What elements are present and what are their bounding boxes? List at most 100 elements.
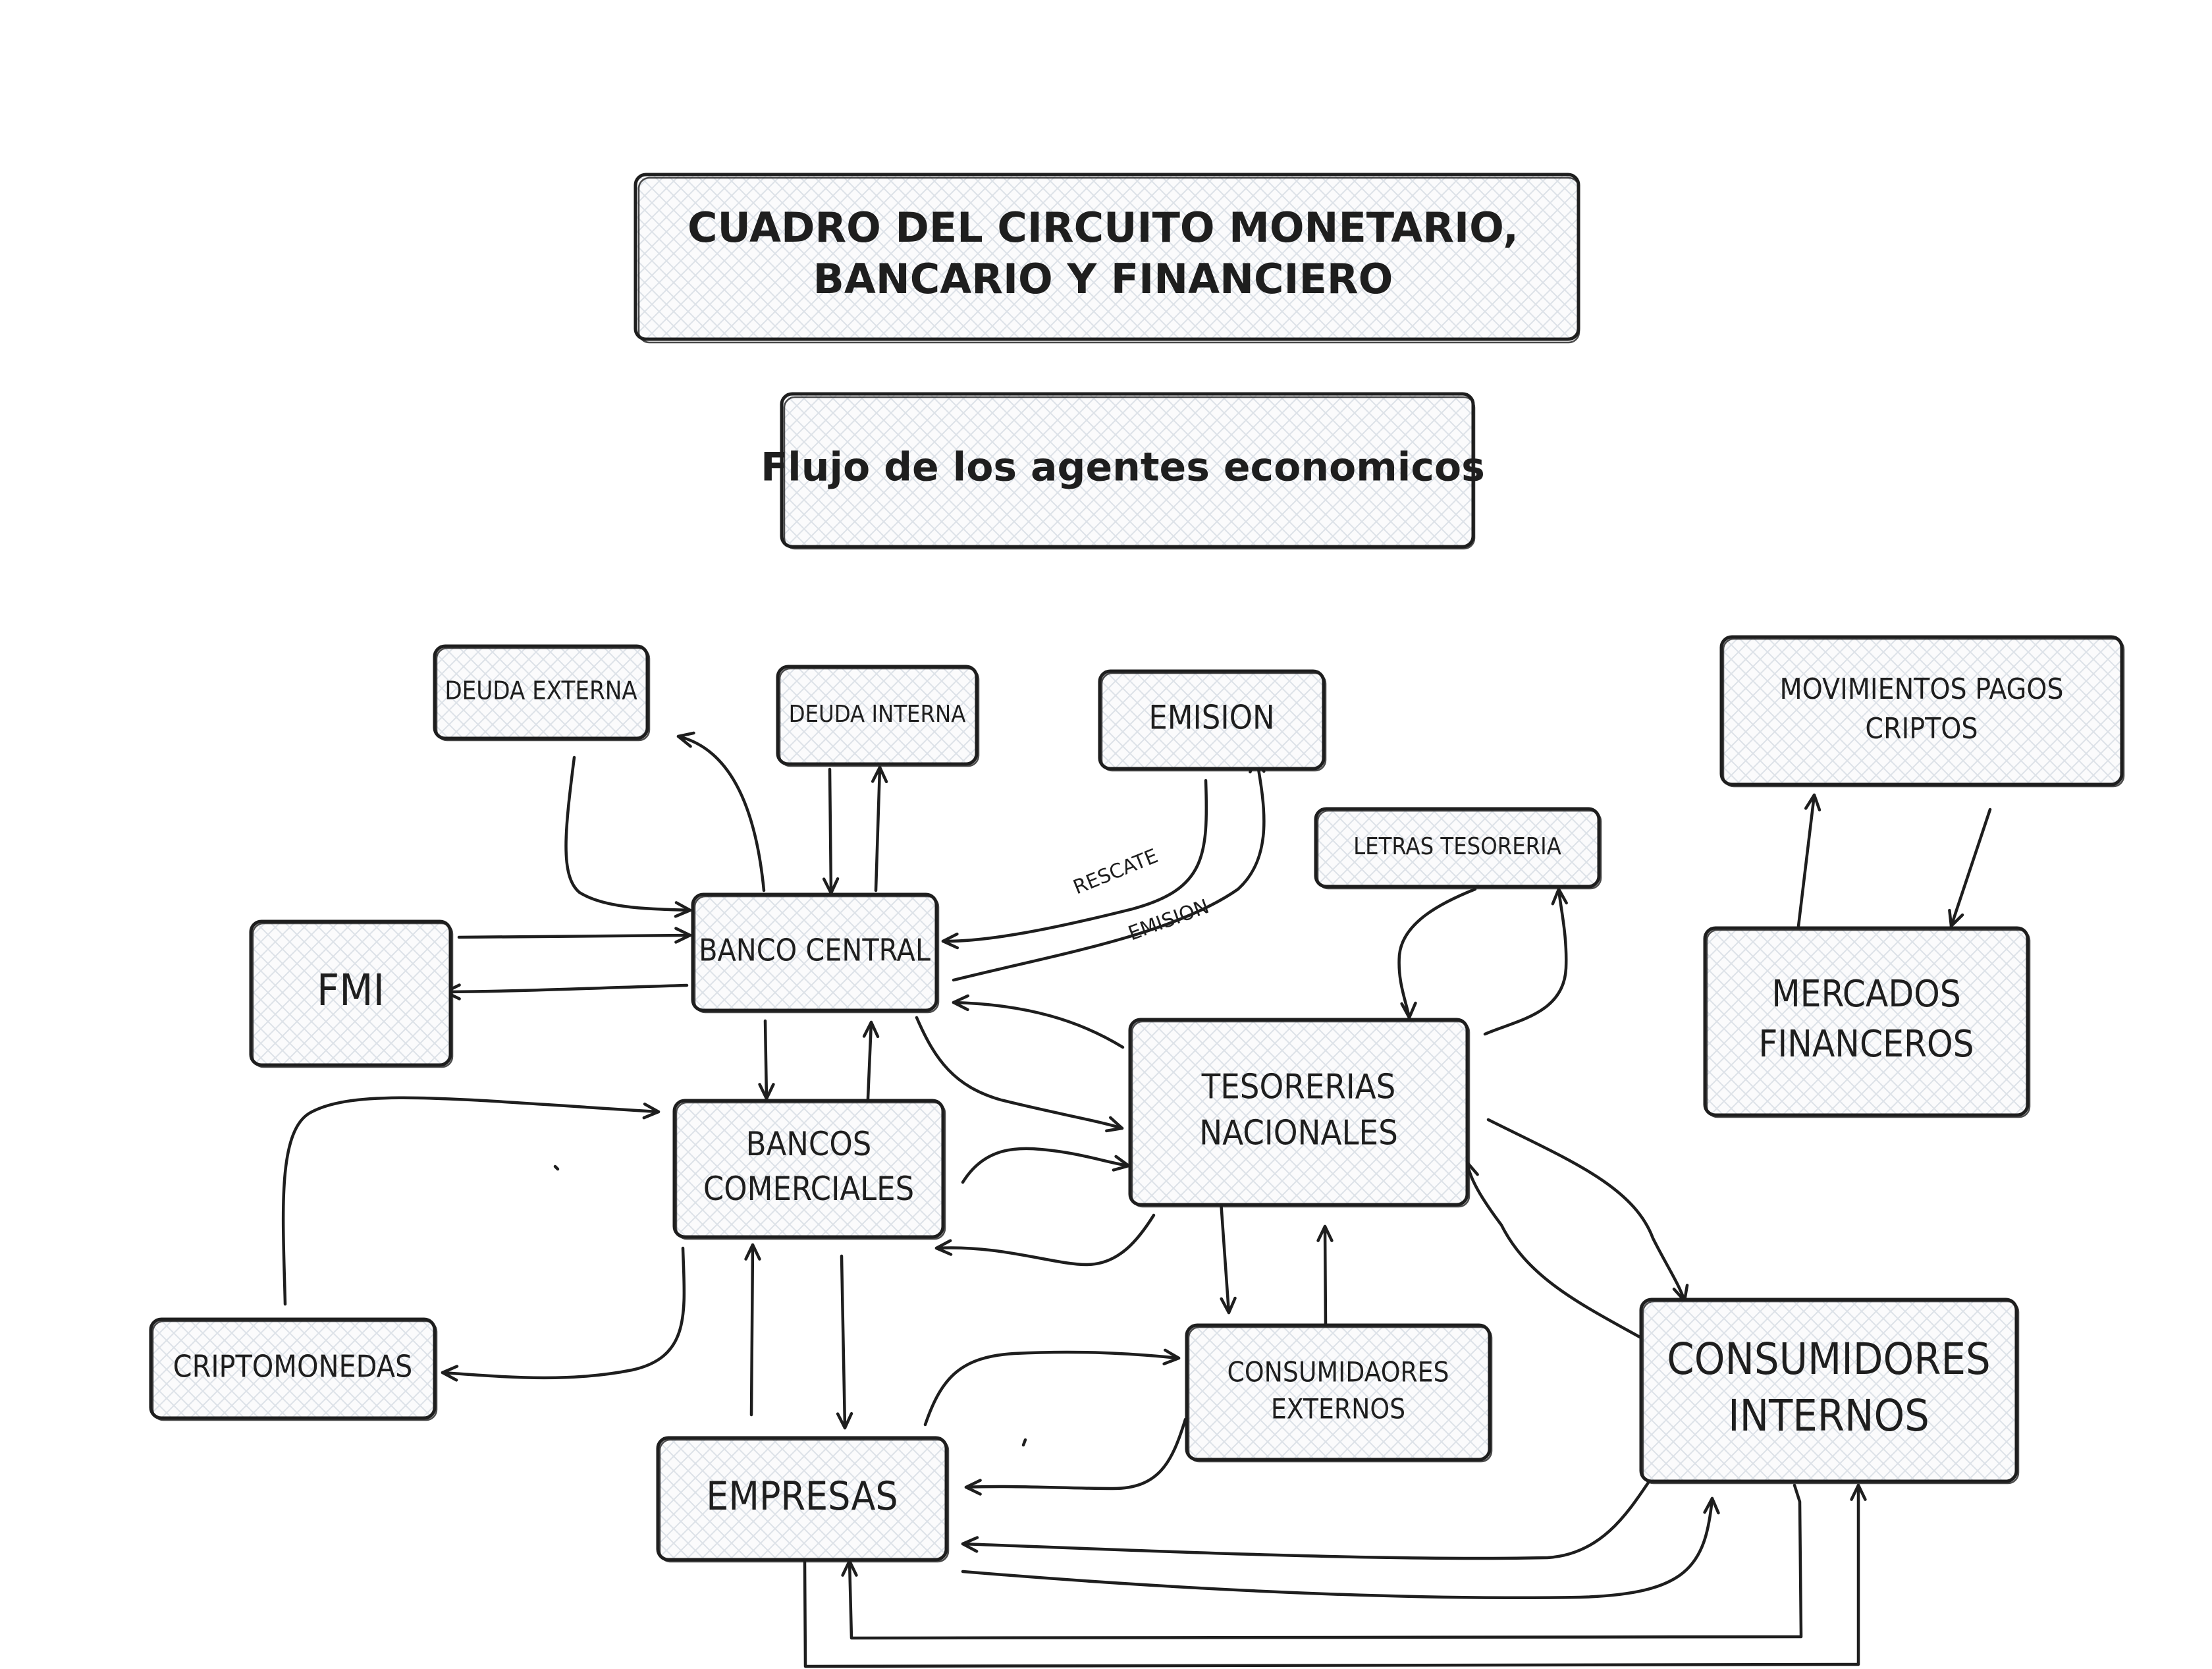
arrowhead-icon	[441, 1365, 459, 1382]
arrowhead-icon	[1400, 1001, 1417, 1020]
arrowhead-icon	[934, 1239, 953, 1256]
node-box	[1098, 669, 1326, 771]
nodes: DEUDA EXTERNA DEUDA INTERNA EMISION MOVIMIE…	[149, 635, 2125, 1563]
node-mercados[interactable]: MERCADOS FINANCEROS	[1703, 926, 2031, 1118]
arrowhead-icon	[1316, 1224, 1334, 1242]
node-label: CONSUMIDAORES	[1227, 1356, 1449, 1388]
node-box-sketch	[675, 1101, 946, 1240]
flow-arrow	[441, 1246, 686, 1380]
node-deuda-externa[interactable]: DEUDA EXTERNA	[433, 644, 651, 742]
flow-arrow	[952, 755, 1266, 982]
node-box-sketch	[151, 1320, 438, 1421]
node-consumidores-externos[interactable]: CONSUMIDAORES EXTERNOS	[1185, 1323, 1493, 1463]
flow-arrow	[281, 1096, 661, 1306]
node-box	[433, 644, 649, 740]
arrowhead-icon	[1804, 793, 1821, 811]
arrowhead-icon	[642, 1103, 661, 1120]
edge-label-emision: EMISION	[1125, 895, 1212, 946]
node-criptomonedas[interactable]: CRIPTOMONEDAS	[149, 1317, 438, 1421]
node-box-sketch	[1131, 1020, 1470, 1208]
node-box	[1128, 1018, 1469, 1207]
arrowhead-icon	[964, 1479, 982, 1496]
node-label: MOVIMIENTOS PAGOS	[1779, 672, 2063, 706]
flow-arrow	[564, 755, 692, 912]
arrowhead-icon	[1948, 908, 1964, 928]
flow-arrow	[934, 1213, 1156, 1267]
node-box	[1719, 635, 2124, 786]
subtitle-text: Flujo de los agentes economicos	[761, 445, 1485, 491]
node-label: FINANCEROS	[1758, 1023, 1974, 1066]
arrowhead-icon	[1220, 1296, 1237, 1315]
arrowhead-icon	[1162, 1348, 1181, 1365]
flow-arrow	[961, 1147, 1131, 1184]
flow-arrow	[803, 1483, 1860, 1668]
subtitle-box: Flujo de los agentes economicos	[761, 392, 1485, 550]
flow-arrow	[1219, 1199, 1231, 1315]
node-label: NACIONALES	[1199, 1114, 1398, 1153]
node-emision[interactable]: EMISION	[1098, 669, 1327, 772]
flow-arrow	[1796, 793, 1816, 928]
node-box-sketch	[1187, 1326, 1493, 1463]
node-fmi[interactable]: FMI	[249, 919, 454, 1068]
arrowhead-icon	[676, 731, 695, 748]
node-letras[interactable]: LETRAS TESORERIA	[1314, 807, 1602, 890]
node-label: BANCOS	[746, 1125, 872, 1163]
node-label: INTERNOS	[1728, 1390, 1929, 1441]
arrowhead-icon	[941, 932, 959, 950]
node-box-sketch	[1706, 929, 2031, 1118]
flow-arrow	[961, 1496, 1714, 1600]
node-label: LETRAS TESORERIA	[1353, 833, 1561, 860]
arrowhead-icon	[1105, 1116, 1124, 1133]
node-box	[1639, 1298, 2018, 1483]
flow-arrow	[1949, 807, 1992, 928]
arrowhead-icon	[674, 927, 692, 944]
title-line-2: BANCARIO Y FINANCIERO	[813, 255, 1393, 303]
node-consumidores-internos[interactable]: CONSUMIDORES INTERNOS	[1639, 1298, 2020, 1485]
arrowhead-icon	[952, 994, 970, 1012]
node-box	[656, 1436, 948, 1562]
flow-arrow	[961, 1479, 1652, 1560]
node-label: CRIPTOS	[1865, 712, 1978, 746]
arrowhead-icon	[871, 765, 888, 784]
flow-arrow	[866, 1020, 873, 1101]
flow-arrow	[848, 1483, 1803, 1640]
node-box-sketch	[659, 1438, 950, 1563]
flow-arrow	[874, 765, 882, 892]
flow-arrow	[828, 767, 833, 895]
arrowhead-icon	[1850, 1483, 1867, 1501]
flow-arrow	[457, 933, 692, 939]
node-label: MERCADOS	[1771, 973, 1961, 1016]
node-deuda-interna[interactable]: DEUDA INTERNA	[776, 665, 980, 767]
node-movimientos[interactable]: MOVIMIENTOS PAGOS CRIPTOS	[1719, 635, 2125, 788]
flow-arrow	[923, 1350, 1181, 1427]
flow-arrow	[1397, 887, 1477, 1020]
node-box-sketch	[1100, 672, 1327, 772]
node-empresas[interactable]: EMPRESAS	[656, 1436, 950, 1563]
node-label: EMPRESAS	[706, 1473, 898, 1519]
node-box-sketch	[1722, 638, 2125, 788]
node-label: CONSUMIDORES	[1667, 1334, 1990, 1384]
arrowhead-icon	[862, 1020, 880, 1039]
flow-arrow	[1323, 1224, 1328, 1326]
flow-arrow	[964, 1417, 1187, 1491]
node-box-sketch	[1316, 809, 1602, 890]
arrowhead-icon	[758, 1083, 775, 1101]
flow-arrow	[952, 1000, 1125, 1049]
node-label: FMI	[317, 965, 385, 1016]
node-box	[1703, 926, 2030, 1117]
arrowhead-icon	[744, 1243, 761, 1261]
arrowhead-icon	[674, 901, 692, 918]
edges	[281, 731, 1992, 1668]
node-box-sketch	[778, 667, 980, 767]
flow-arrow	[443, 983, 689, 994]
node-box	[149, 1317, 437, 1420]
node-label: DEUDA INTERNA	[789, 701, 966, 728]
node-box	[691, 892, 938, 1012]
flow-arrow	[915, 1016, 1124, 1130]
node-box-sketch	[693, 895, 940, 1014]
node-banco-central[interactable]: BANCO CENTRAL	[691, 892, 940, 1014]
node-label: EXTERNOS	[1271, 1393, 1405, 1425]
